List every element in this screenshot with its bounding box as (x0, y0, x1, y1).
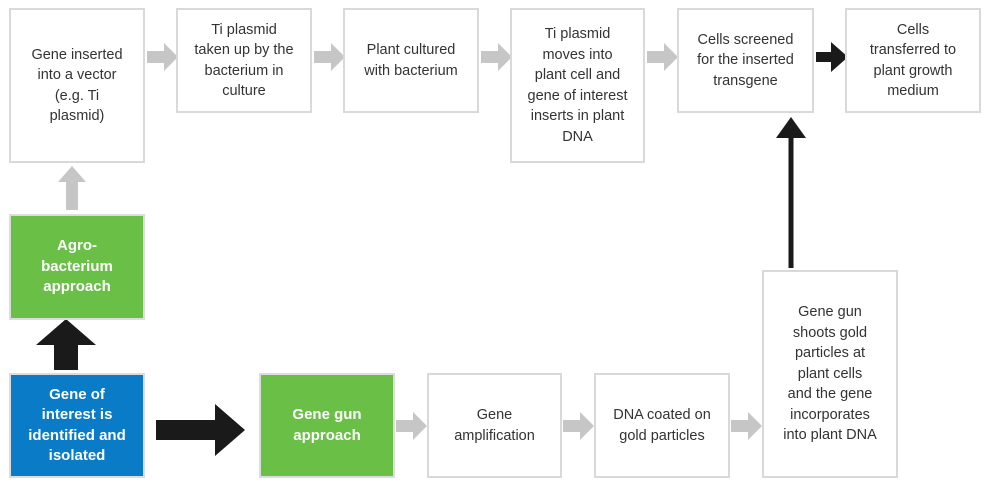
step-cells-screened: Cells screened for the inserted transgen… (677, 8, 814, 113)
agrobacterium-approach-box: Agro- bacterium approach (9, 214, 145, 320)
gene-gun-approach-box: Gene gun approach (259, 373, 395, 478)
step-cells-transferred: Cells transferred to plant growth medium (845, 8, 981, 113)
gene-of-interest-box: Gene of interest is identified and isola… (9, 373, 145, 478)
arrow-agro-to-vector (58, 166, 86, 210)
step-ti-plasmid-moves: Ti plasmid moves into plant cell and gen… (510, 8, 645, 163)
step-gene-amplification: Gene amplification (427, 373, 562, 478)
arrow-gene-to-gungun (156, 404, 245, 456)
step-gene-inserted-vector: Gene inserted into a vector (e.g. Ti pla… (9, 8, 145, 163)
arrow-coated-to-shoots (731, 412, 762, 440)
arrow-gun-to-amplification (396, 412, 427, 440)
arrow-screened-to-transferred (816, 42, 848, 72)
arrow-gene-to-agro (36, 319, 96, 370)
step-gene-gun-shoots: Gene gun shoots gold particles at plant … (762, 270, 898, 478)
arrow-cultured-to-moves (481, 43, 512, 71)
step-plant-cultured: Plant cultured with bacterium (343, 8, 479, 113)
step-ti-plasmid-uptake: Ti plasmid taken up by the bacterium in … (176, 8, 312, 113)
step-dna-coated-gold: DNA coated on gold particles (594, 373, 730, 478)
arrow-shoots-to-screened-head (776, 117, 806, 138)
arrow-vector-to-uptake (147, 43, 178, 71)
arrow-amplification-to-coated (563, 412, 594, 440)
arrow-uptake-to-cultured (314, 43, 345, 71)
arrow-moves-to-screened (647, 43, 678, 71)
